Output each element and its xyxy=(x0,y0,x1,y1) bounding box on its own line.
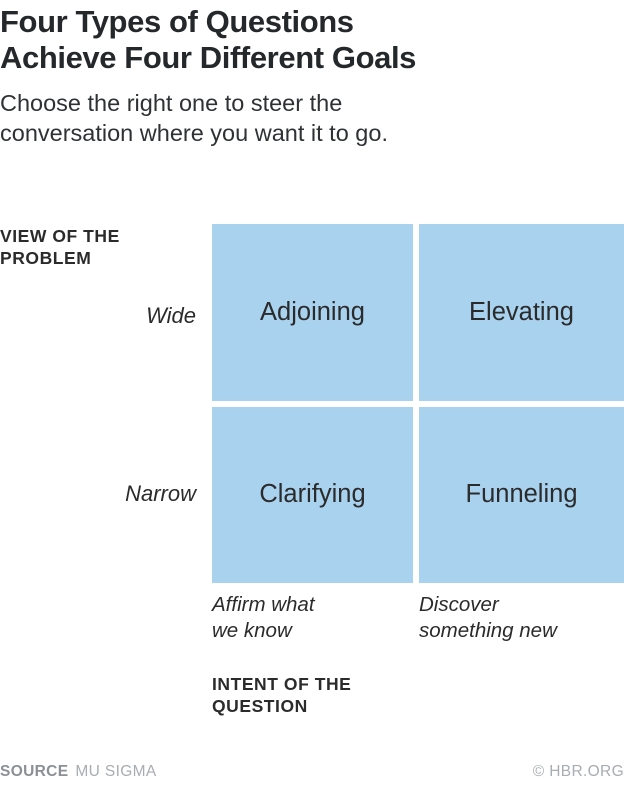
header: Four Types of Questions Achieve Four Dif… xyxy=(0,0,624,149)
quadrant-matrix: Adjoining Elevating Clarifying Funneling xyxy=(212,224,624,583)
x-axis-tick-discover: Discover something new xyxy=(419,593,557,642)
matrix-row-gap-right xyxy=(419,401,624,407)
quadrant-adjoining: Adjoining xyxy=(212,224,413,401)
matrix-column-gap-bottom xyxy=(413,407,419,583)
quadrant-label-elevating: Elevating xyxy=(469,297,574,326)
y-axis-tick-wide: Wide xyxy=(146,303,196,328)
y-axis-title: VIEW OF THE PROBLEM xyxy=(0,226,120,268)
matrix-row-gap-left xyxy=(212,401,413,407)
source-value: MU SIGMA xyxy=(75,763,157,780)
copyright-notice: © HBR.ORG xyxy=(532,763,624,780)
quadrant-label-funneling: Funneling xyxy=(465,480,578,509)
matrix-center-gap xyxy=(413,401,419,407)
quadrant-elevating: Elevating xyxy=(419,224,624,401)
page-title: Four Types of Questions Achieve Four Dif… xyxy=(0,4,417,76)
x-axis-title: INTENT OF THE QUESTION xyxy=(212,674,352,716)
quadrant-label-clarifying: Clarifying xyxy=(259,480,366,509)
quadrant-funneling: Funneling xyxy=(419,407,624,583)
quadrant-clarifying: Clarifying xyxy=(212,407,413,583)
x-axis-tick-affirm: Affirm what we know xyxy=(212,593,315,642)
source-label: SOURCE xyxy=(0,763,69,780)
matrix-column-gap-top xyxy=(413,224,419,401)
page-subtitle: Choose the right one to steer the conver… xyxy=(0,89,388,147)
y-axis-tick-narrow: Narrow xyxy=(125,481,196,506)
source-block: SOURCE MU SIGMA xyxy=(0,763,157,781)
quadrant-label-adjoining: Adjoining xyxy=(260,297,365,326)
footer: SOURCE MU SIGMA © HBR.ORG xyxy=(0,760,624,784)
